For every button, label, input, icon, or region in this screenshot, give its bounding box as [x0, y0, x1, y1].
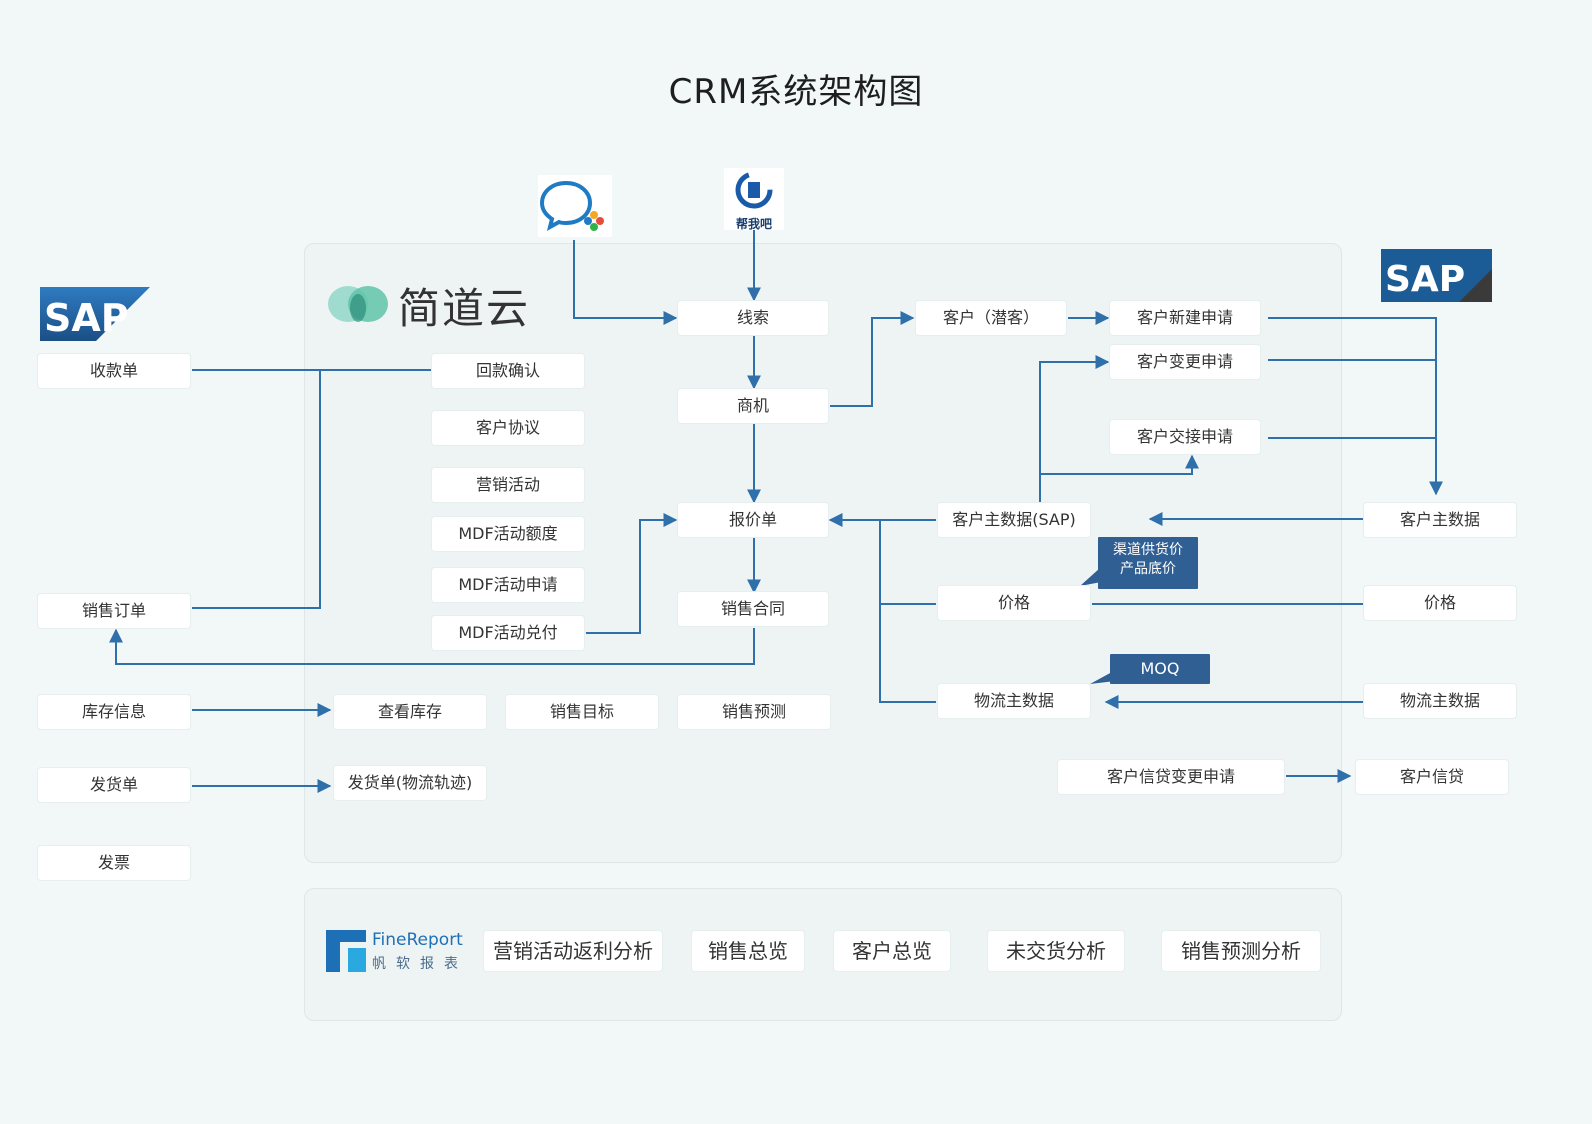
- arrow-opportunity-to-customer: [830, 311, 915, 407]
- price-tag-line2: 产品底价: [1120, 561, 1176, 577]
- line-order-to-confirm: [192, 370, 321, 609]
- finereport-logo-text: FineReport: [372, 930, 463, 950]
- customer-handover-box[interactable]: 客户交接申请: [1110, 420, 1260, 454]
- customer-agreement-box[interactable]: 客户协议: [432, 411, 584, 445]
- bangwoba-logo: 帮我吧: [724, 168, 784, 231]
- report-sales-overview[interactable]: 销售总览: [692, 931, 804, 971]
- line-logistics-to-quote: [879, 604, 936, 703]
- sap-invoice-box[interactable]: 发票: [38, 846, 190, 880]
- customer-potential-box[interactable]: 客户（潜客）: [916, 301, 1066, 335]
- customer-master-sap-box[interactable]: 客户主数据(SAP): [938, 503, 1090, 537]
- delivery-track-box[interactable]: 发货单(物流轨迹): [334, 766, 486, 800]
- lead-box[interactable]: 线索: [678, 301, 828, 335]
- finereport-icon: [326, 930, 366, 972]
- arrow-new-to-sap: [1268, 317, 1443, 496]
- mdf-apply-box[interactable]: MDF活动申请: [432, 568, 584, 602]
- bangwoba-text: 帮我吧: [735, 217, 772, 231]
- jiandaoyun-logo-text: 简道云: [398, 284, 531, 333]
- finereport-logo-subtext: 帆软报表: [372, 956, 468, 972]
- report-marketing-rebate[interactable]: 营销活动返利分析: [484, 931, 662, 971]
- price-box[interactable]: 价格: [938, 586, 1090, 620]
- credit-change-box[interactable]: 客户信贷变更申请: [1058, 760, 1284, 794]
- price-tag-line1: 渠道供货价: [1113, 542, 1183, 558]
- arrow-master-to-handover: [1040, 454, 1199, 475]
- arrow-wechat-to-lead: [573, 240, 678, 325]
- sap-logo-left: SAP: [40, 287, 150, 341]
- payment-confirm-box[interactable]: 回款确认: [432, 354, 584, 388]
- mdf-quota-box[interactable]: MDF活动额度: [432, 517, 584, 551]
- contract-box[interactable]: 销售合同: [678, 592, 828, 626]
- sap-price-box[interactable]: 价格: [1364, 586, 1516, 620]
- sap-credit-box[interactable]: 客户信贷: [1356, 760, 1508, 794]
- sap-inventory-box[interactable]: 库存信息: [38, 695, 190, 729]
- sap-sales-order-box[interactable]: 销售订单: [38, 594, 190, 628]
- sap-logo-right-text: SAP: [1385, 259, 1465, 300]
- report-undelivered[interactable]: 未交货分析: [988, 931, 1124, 971]
- sap-receipt-box[interactable]: 收款单: [38, 354, 190, 388]
- arrow-master-to-change: [1039, 355, 1110, 502]
- sales-target-box[interactable]: 销售目标: [506, 695, 658, 729]
- sap-delivery-box[interactable]: 发货单: [38, 768, 190, 802]
- marketing-activity-box[interactable]: 营销活动: [432, 468, 584, 502]
- sap-logistics-master-box[interactable]: 物流主数据: [1364, 684, 1516, 718]
- report-sales-forecast[interactable]: 销售预测分析: [1162, 931, 1320, 971]
- arrow-contract-to-order: [109, 628, 755, 665]
- arrow-mdf-to-quote: [586, 513, 678, 634]
- opportunity-box[interactable]: 商机: [678, 389, 828, 423]
- moq-tag: MOQ: [1110, 654, 1210, 684]
- logistics-master-box[interactable]: 物流主数据: [938, 684, 1090, 718]
- sap-logo-right: SAP: [1381, 249, 1492, 302]
- bangwoba-icon: [735, 171, 773, 209]
- report-customer-overview[interactable]: 客户总览: [834, 931, 950, 971]
- view-stock-box[interactable]: 查看库存: [334, 695, 486, 729]
- customer-change-box[interactable]: 客户变更申请: [1110, 345, 1260, 379]
- customer-new-box[interactable]: 客户新建申请: [1110, 301, 1260, 335]
- wechat-work-icon: [538, 175, 612, 237]
- quote-box[interactable]: 报价单: [678, 503, 828, 537]
- sap-customer-master-box[interactable]: 客户主数据: [1364, 503, 1516, 537]
- jiandaoyun-leaf-icon: [328, 286, 388, 322]
- mdf-pay-box[interactable]: MDF活动兑付: [432, 616, 584, 650]
- price-tag: 渠道供货价 产品底价: [1098, 537, 1198, 589]
- page-title: CRM系统架构图: [668, 72, 924, 112]
- sap-logo-left-text: SAP: [44, 296, 129, 340]
- sales-forecast-box[interactable]: 销售预测: [678, 695, 830, 729]
